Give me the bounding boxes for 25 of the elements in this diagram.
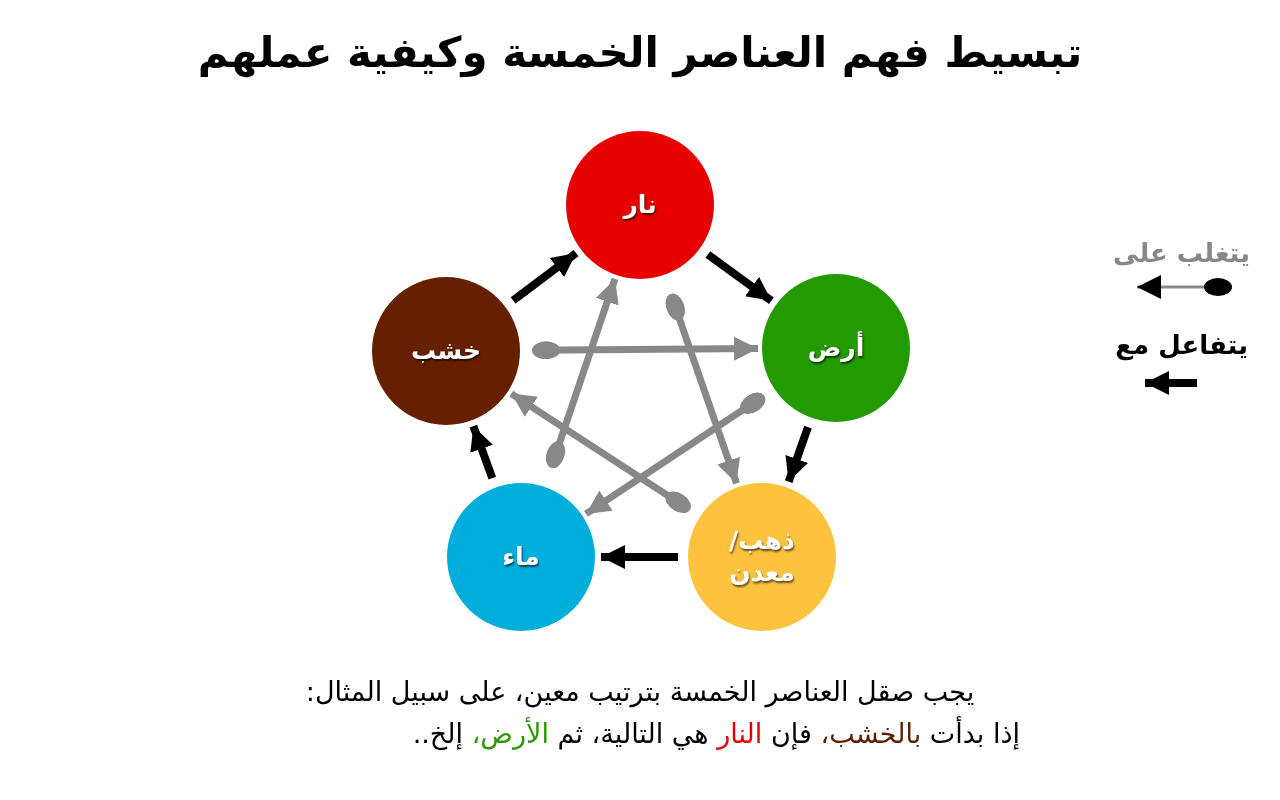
element-circle: ماء — [447, 483, 595, 631]
caption-text: الأرض، — [471, 718, 549, 749]
arrow — [665, 293, 740, 485]
arrow — [584, 392, 766, 517]
arrow — [705, 251, 774, 305]
arrow — [532, 336, 759, 361]
caption-text: النار — [717, 718, 763, 749]
element-circle: خشب — [372, 277, 520, 425]
arrow — [509, 390, 691, 514]
caption-text: يجب صقل العناصر الخمسة بترتيب معين، على سبيل المثال: — [304, 676, 976, 707]
caption-text: إذا بدأت — [929, 718, 1020, 749]
caption-text: فإن — [770, 718, 812, 749]
arrow — [510, 249, 579, 304]
arrow — [469, 424, 497, 480]
element-circle: نار — [566, 131, 714, 279]
caption-text: هي التالية، ثم — [557, 718, 709, 749]
title: تبسيط فهم العناصر الخمسة وكيفية عملهم — [196, 28, 1084, 77]
legend-text: يتفاعل مع — [1115, 330, 1248, 360]
element-circle: أرض — [762, 274, 910, 422]
legend-text: يتغلب على — [1113, 238, 1250, 268]
caption-text: بالخشب، — [820, 718, 922, 749]
arrow — [545, 277, 619, 469]
caption-text: إلخ.. — [412, 718, 464, 749]
arrow — [784, 425, 812, 483]
element-circle: ذهب/ معدن — [688, 483, 836, 631]
